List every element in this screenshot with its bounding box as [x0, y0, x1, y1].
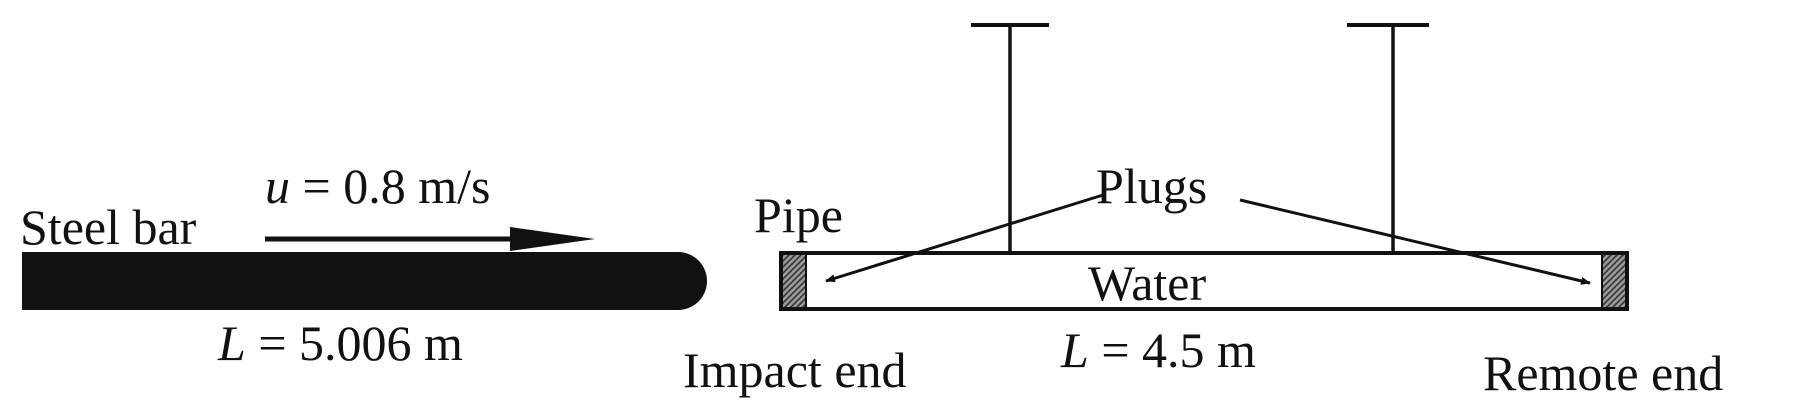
remote-end-label: Remote end	[1483, 345, 1723, 401]
impact-end-label: Impact end	[683, 342, 907, 398]
remote-end-plug	[1602, 255, 1625, 307]
pipe-length-label: L = 4.5 m	[1060, 322, 1256, 378]
pipe-body	[779, 251, 1629, 311]
steel-bar-label: Steel bar	[20, 199, 197, 255]
velocity-label: u = 0.8 m/s	[265, 158, 490, 214]
plug-pointer-remote	[1239, 198, 1591, 285]
pipe-length-symbol: L	[1060, 322, 1089, 378]
bar-length-value: = 5.006 m	[246, 315, 463, 371]
velocity-symbol: u	[265, 158, 290, 214]
steel-bar	[22, 252, 707, 310]
impact-end-plug	[783, 255, 806, 307]
plugs-label: Plugs	[1096, 158, 1207, 214]
water-label: Water	[1088, 255, 1206, 311]
velocity-value: = 0.8 m/s	[290, 158, 490, 214]
pipe-label: Pipe	[754, 187, 843, 243]
bar-length-label: L = 5.006 m	[217, 315, 463, 371]
plug-pointer-impact	[825, 193, 1104, 283]
pipe-length-value: = 4.5 m	[1089, 322, 1256, 378]
bar-length-symbol: L	[217, 315, 246, 371]
velocity-arrow-head	[510, 227, 595, 251]
